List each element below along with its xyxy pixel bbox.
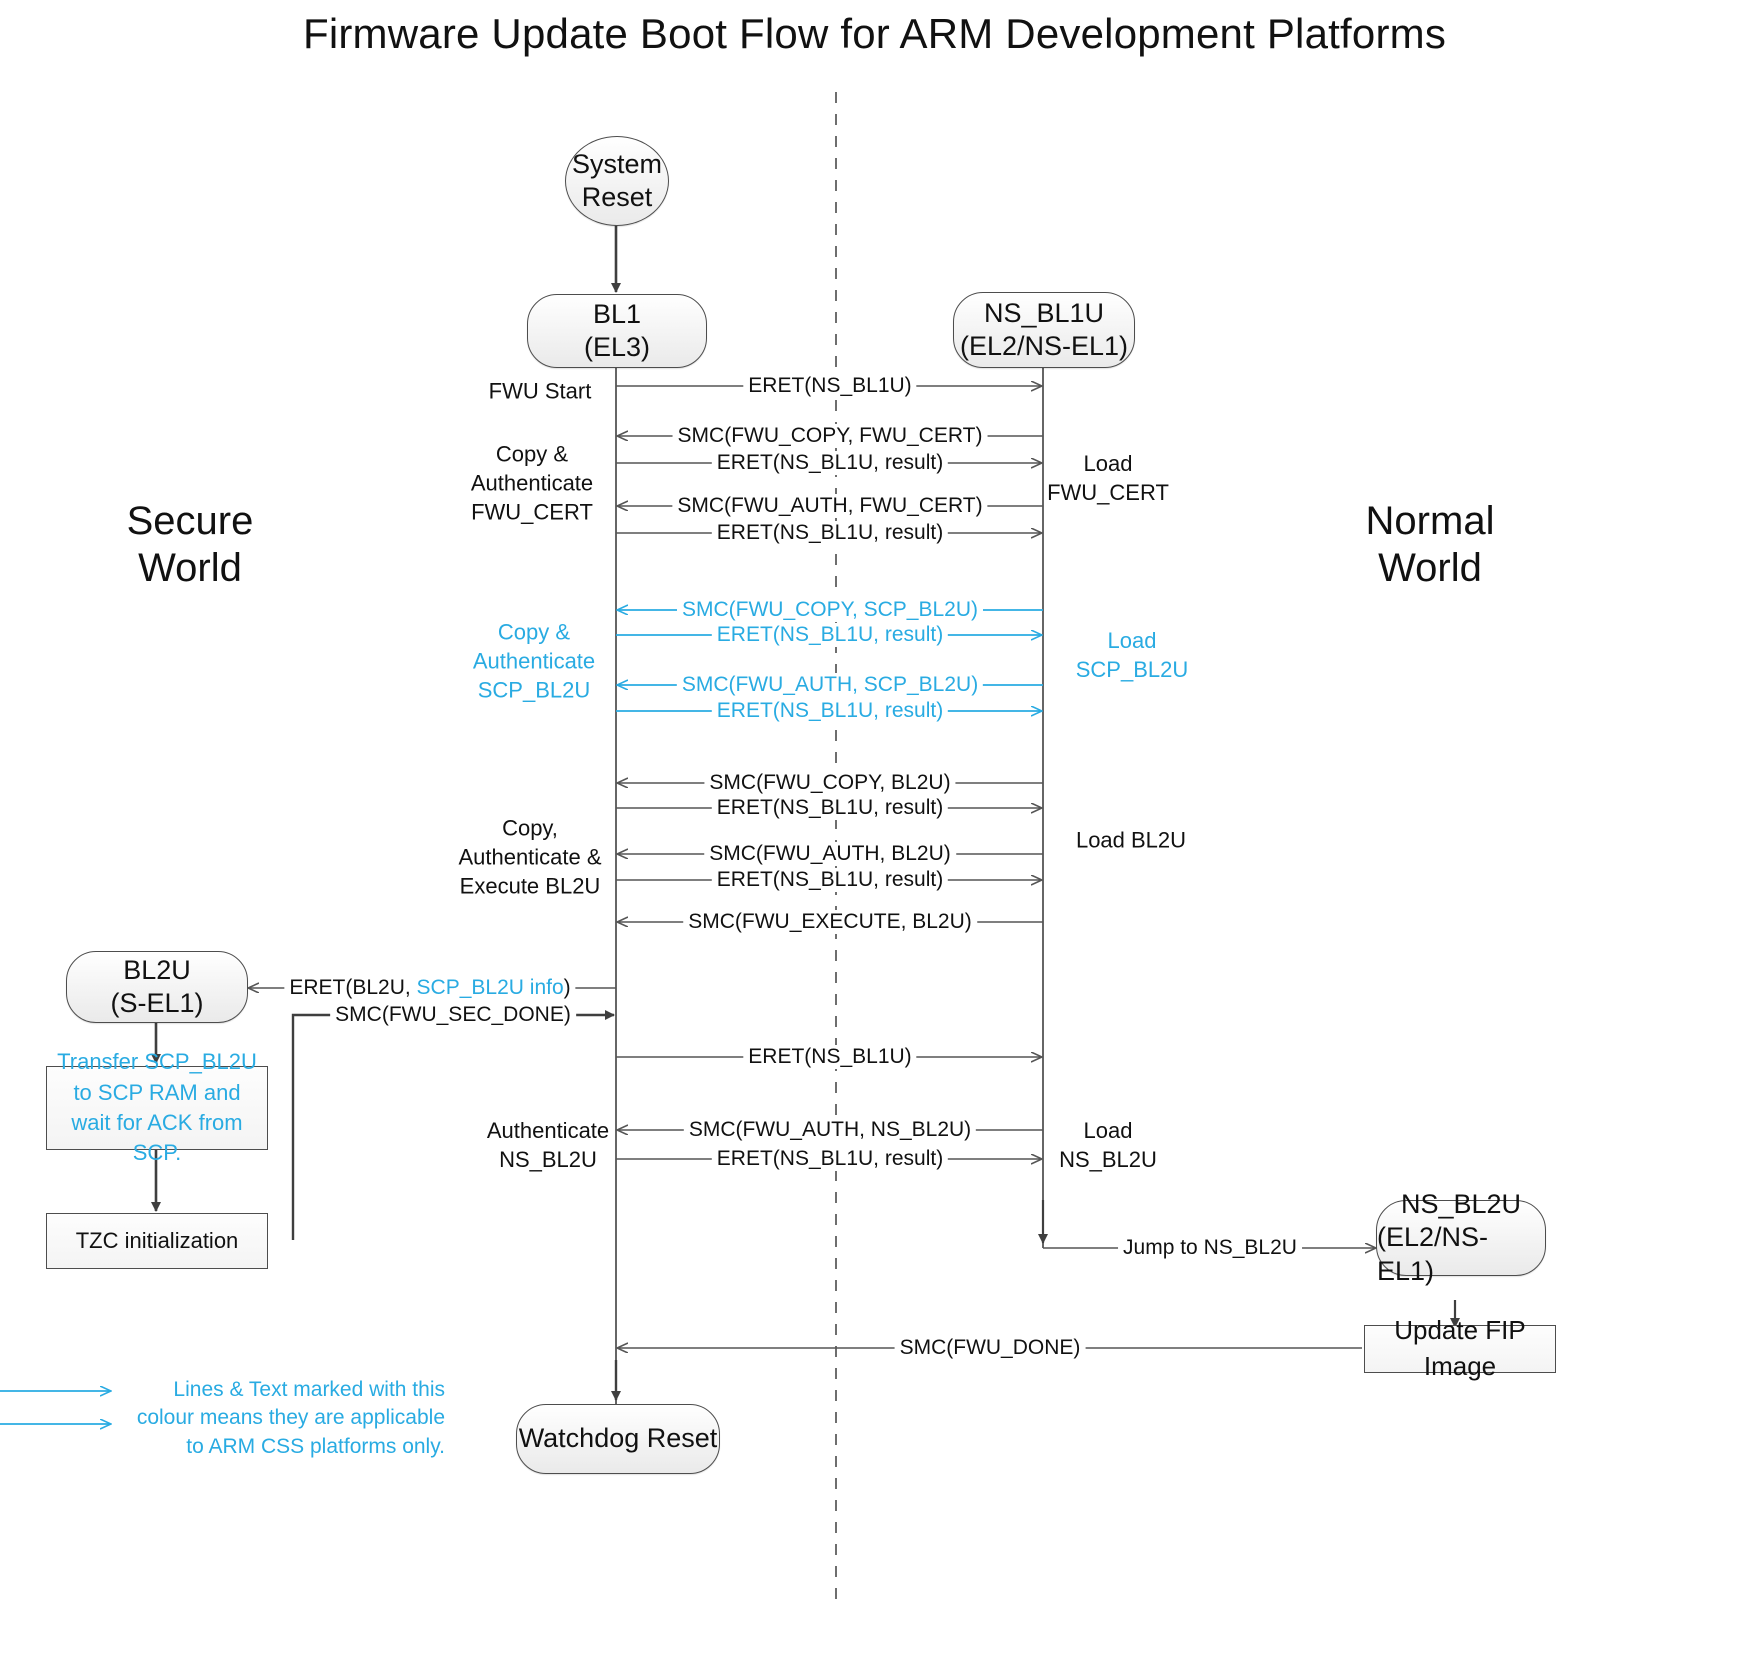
node-ns-bl2u-line1: NS_BL2U <box>1400 1188 1522 1219</box>
box-update-fip-image: Update FIP Image <box>1364 1315 1556 1381</box>
secure-world-label: Secure World <box>60 498 320 592</box>
annotation-load-scp-bl2u-l1: Load <box>1107 627 1157 653</box>
annotation-copy-auth-fwu-cert-l1: Copy & <box>495 441 569 467</box>
secure-world-line1: Secure <box>126 499 254 543</box>
message-label-m20: SMC(FWU_DONE) <box>894 1336 1086 1360</box>
annotation-load-scp-bl2u-l2: SCP_BL2U <box>1075 657 1189 682</box>
message-label-m17: SMC(FWU_AUTH, NS_BL2U) <box>683 1118 977 1142</box>
message-label-m4: SMC(FWU_AUTH, FWU_CERT) <box>672 494 988 518</box>
annotation-copy-auth-fwu-cert-l2: Authenticate <box>470 470 594 496</box>
annotation-load-ns-bl2u-l2: NS_BL2U <box>1059 1147 1157 1172</box>
annotation-load-fwu-cert-l1: Load <box>1083 450 1133 476</box>
eret-bl2u-accent: SCP_BL2U info <box>416 976 564 999</box>
annotation-load-scp-bl2u: Load SCP_BL2U <box>1076 626 1189 684</box>
annotation-copy-auth-fwu-cert: Copy & Authenticate FWU_CERT <box>471 439 593 526</box>
node-bl2u[interactable]: BL2U (S-EL1) <box>66 951 248 1023</box>
node-bl1-line2: (EL3) <box>583 332 651 362</box>
message-label-m7: ERET(NS_BL1U, result) <box>711 623 949 647</box>
annotation-fwu-start: FWU Start <box>489 376 592 405</box>
node-ns-bl2u-line2: (EL2/NS-EL1) <box>1377 1222 1489 1286</box>
node-bl2u-line2: (S-EL1) <box>110 988 204 1018</box>
node-watchdog-reset[interactable]: Watchdog Reset <box>516 1404 720 1474</box>
annotation-copy-auth-fwu-cert-l3: FWU_CERT <box>471 499 593 525</box>
message-label-m2: SMC(FWU_COPY, FWU_CERT) <box>672 424 988 448</box>
message-label-m8: SMC(FWU_AUTH, SCP_BL2U) <box>676 673 984 697</box>
secure-world-line2: World <box>138 546 242 591</box>
node-ns-bl2u[interactable]: NS_BL2U (EL2/NS-EL1) <box>1376 1189 1546 1286</box>
annotation-load-bl2u: Load BL2U <box>1076 825 1186 854</box>
annotation-copy-auth-scp-bl2u-l3: SCP_BL2U <box>477 677 591 703</box>
message-label-m1: ERET(NS_BL1U) <box>743 374 917 398</box>
annotation-authenticate-ns-bl2u-l2: NS_BL2U <box>499 1147 597 1172</box>
message-label-m19: Jump to NS_BL2U <box>1118 1236 1302 1260</box>
annotation-fwu-start-l1: FWU Start <box>488 378 592 404</box>
annotation-authenticate-ns-bl2u: Authenticate NS_BL2U <box>487 1116 609 1174</box>
message-label-m3: ERET(NS_BL1U, result) <box>711 451 949 475</box>
annotation-copy-auth-scp-bl2u: Copy & Authenticate SCP_BL2U <box>473 617 595 704</box>
node-system-reset[interactable]: System Reset <box>565 136 669 226</box>
message-label-m6: SMC(FWU_COPY, SCP_BL2U) <box>676 598 984 622</box>
message-label-m14: SMC(FWU_EXECUTE, BL2U) <box>683 910 977 934</box>
annotation-copy-auth-exec-bl2u-l1: Copy, <box>502 815 558 841</box>
box-transfer-scp-bl2u-text: Transfer SCP_BL2U to SCP RAM and wait fo… <box>57 1049 257 1166</box>
box-transfer-scp-bl2u: Transfer SCP_BL2U to SCP RAM and wait fo… <box>46 1049 268 1165</box>
message-label-m5: ERET(NS_BL1U, result) <box>711 521 949 545</box>
node-system-reset-line1: System <box>571 148 663 179</box>
message-label-m16: ERET(NS_BL1U) <box>743 1045 917 1069</box>
node-bl1[interactable]: BL1 (EL3) <box>527 294 707 368</box>
node-system-reset-line2: Reset <box>581 182 653 212</box>
message-label-eret-bl2u: ERET(BL2U, SCP_BL2U info) <box>284 976 576 1000</box>
node-watchdog-reset-label: Watchdog Reset <box>518 1423 718 1454</box>
page-title: Firmware Update Boot Flow for ARM Develo… <box>302 10 1447 57</box>
eret-bl2u-prefix: ERET(BL2U, <box>289 976 417 999</box>
message-label-m11: ERET(NS_BL1U, result) <box>711 796 949 820</box>
annotation-copy-auth-exec-bl2u-l3: Execute BL2U <box>459 873 601 899</box>
annotation-copy-auth-exec-bl2u: Copy, Authenticate & Execute BL2U <box>458 813 601 900</box>
message-label-m15: SMC(FWU_SEC_DONE) <box>330 1003 576 1027</box>
normal-world-label: Normal World <box>1300 498 1560 592</box>
box-tzc-initialization: TZC initialization <box>46 1213 268 1269</box>
annotation-copy-auth-scp-bl2u-l2: Authenticate <box>472 648 596 674</box>
node-bl2u-line1: BL2U <box>123 954 191 985</box>
message-label-m13: ERET(NS_BL1U, result) <box>711 868 949 892</box>
message-label-m18: ERET(NS_BL1U, result) <box>711 1147 949 1171</box>
message-label-m9: ERET(NS_BL1U, result) <box>711 699 949 723</box>
annotation-authenticate-ns-bl2u-l1: Authenticate <box>486 1117 610 1143</box>
box-tzc-initialization-text: TZC initialization <box>75 1227 239 1253</box>
annotation-load-ns-bl2u: Load NS_BL2U <box>1059 1116 1157 1174</box>
annotation-load-ns-bl2u-l1: Load <box>1083 1117 1133 1143</box>
annotation-copy-auth-exec-bl2u-l2: Authenticate & <box>458 844 602 870</box>
annotation-load-fwu-cert-l2: FWU_CERT <box>1047 480 1169 505</box>
annotation-load-fwu-cert: Load FWU_CERT <box>1047 449 1169 507</box>
normal-world-line2: World <box>1378 546 1482 591</box>
eret-bl2u-suffix: ) <box>563 976 571 999</box>
legend-note-text: Lines & Text marked with this colour mea… <box>136 1378 445 1458</box>
annotation-copy-auth-scp-bl2u-l1: Copy & <box>497 619 571 645</box>
node-ns-bl1u-line2: (EL2/NS-EL1) <box>959 331 1129 361</box>
legend-note: Lines & Text marked with this colour mea… <box>125 1376 445 1461</box>
node-ns-bl1u-line1: NS_BL1U <box>983 297 1105 328</box>
node-bl1-line1: BL1 <box>592 298 642 329</box>
message-label-m12: SMC(FWU_AUTH, BL2U) <box>704 842 956 866</box>
normal-world-line1: Normal <box>1365 499 1495 543</box>
message-label-m10: SMC(FWU_COPY, BL2U) <box>704 771 956 795</box>
annotation-load-bl2u-l1: Load BL2U <box>1075 827 1187 853</box>
box-update-fip-image-text: Update FIP Image <box>1394 1315 1526 1381</box>
node-ns-bl1u[interactable]: NS_BL1U (EL2/NS-EL1) <box>953 292 1135 368</box>
